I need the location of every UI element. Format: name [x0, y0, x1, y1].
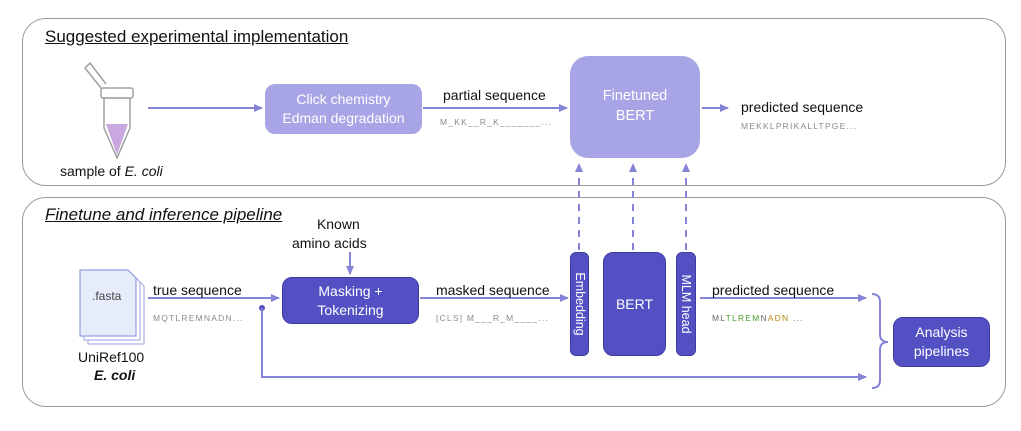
true-sequence-label: true sequence [153, 282, 242, 298]
predicted-sequence-label-bottom: predicted sequence [712, 282, 835, 298]
sample-label: sample of E. coli [60, 163, 163, 179]
partial-sequence-label: partial sequence [443, 87, 546, 103]
embedding-label: Embedding [572, 272, 587, 336]
mlm-head-label: MLM head [679, 274, 693, 334]
embedding-box: Embedding [570, 252, 589, 356]
predicted-sequence-value-bottom: MLTLREMNADN ... [712, 313, 804, 323]
top-panel-title: Suggested experimental implementation [45, 27, 349, 46]
arrow-true-to-bracket [261, 308, 867, 381]
fasta-label: .fasta [92, 289, 122, 303]
bottom-panel [22, 197, 1006, 407]
predicted-residue-group: TLREM [725, 313, 761, 323]
predicted-residue-group: ML [712, 313, 726, 323]
bottom-panel-title: Finetune and inference pipeline [45, 205, 283, 224]
masking-tokenizing-box: Masking +Tokenizing [282, 277, 419, 324]
fasta-file-icon [79, 269, 145, 345]
predicted-residue-group: ... [789, 313, 804, 323]
bert-box: BERT [603, 252, 666, 356]
uniref-species: E. coli [94, 367, 136, 383]
masked-sequence-label: masked sequence [436, 282, 550, 298]
predicted-sequence-label-top: predicted sequence [741, 99, 864, 115]
test-tube-icon [83, 61, 134, 160]
predicted-sequence-value-top: MEKKLPRIKALLTPGE... [741, 121, 858, 131]
predicted-residue-group: N [760, 313, 768, 323]
top-panel [22, 18, 1006, 186]
uniref-label: UniRef100 [78, 349, 145, 365]
masked-sequence-value: [CLS] M___R_M____... [436, 313, 549, 323]
mlm-head-box: MLM head [676, 252, 696, 356]
true-sequence-value: MQTLREMNADN... [153, 313, 244, 323]
predicted-residue-group: ADN [767, 313, 790, 323]
curly-bracket [871, 293, 889, 389]
known-amino-acids-label: Known amino acids [292, 216, 367, 251]
partial-sequence-value: M_KK__R_K_______... [440, 117, 553, 127]
